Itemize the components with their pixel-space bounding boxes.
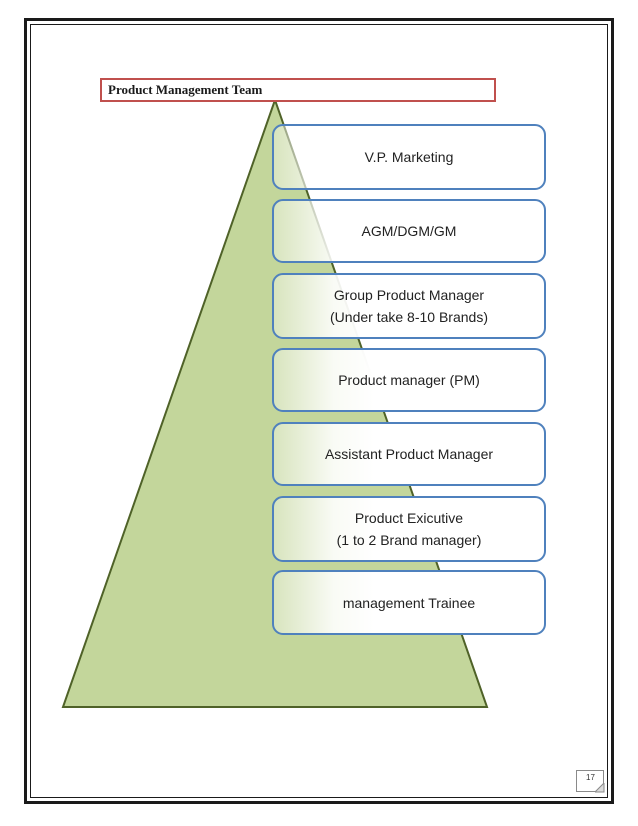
level-box-assistant-product-manager: Assistant Product Manager bbox=[272, 422, 546, 486]
level-line: Group Product Manager bbox=[333, 287, 485, 303]
level-line: Assistant Product Manager bbox=[324, 446, 494, 462]
level-box-vp-marketing: V.P. Marketing bbox=[272, 124, 546, 190]
level-line: (Under take 8-10 Brands) bbox=[330, 309, 488, 325]
level-line: Product Exicutive bbox=[354, 510, 464, 526]
level-line: (1 to 2 Brand manager) bbox=[336, 532, 482, 548]
level-box-group-product-manager: Group Product Manager (Under take 8-10 B… bbox=[272, 273, 546, 339]
page-curl-icon bbox=[595, 783, 605, 793]
level-box-agm-dgm-gm: AGM/DGM/GM bbox=[272, 199, 546, 263]
title-box bbox=[100, 78, 496, 102]
level-line: AGM/DGM/GM bbox=[361, 223, 457, 239]
level-box-product-executive: Product Exicutive (1 to 2 Brand manager) bbox=[272, 496, 546, 562]
level-line: Product manager (PM) bbox=[338, 372, 480, 388]
page-border-outer bbox=[24, 18, 614, 804]
page-border-inner bbox=[30, 24, 608, 798]
level-box-product-manager: Product manager (PM) bbox=[272, 348, 546, 412]
page-number-box bbox=[576, 770, 604, 792]
level-line: management Trainee bbox=[342, 594, 476, 611]
page-number: 17 bbox=[586, 773, 595, 782]
level-box-management-trainee: management Trainee bbox=[272, 570, 546, 635]
diagram-title: Product Management Team bbox=[108, 82, 263, 97]
level-line: V.P. Marketing bbox=[364, 149, 454, 165]
